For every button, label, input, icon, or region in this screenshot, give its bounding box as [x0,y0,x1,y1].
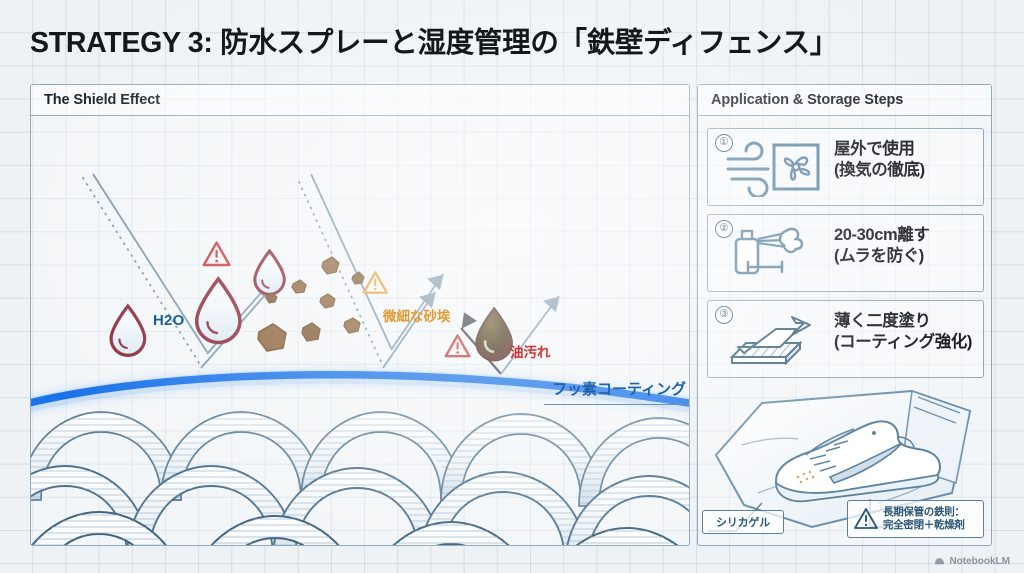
step-item-2[interactable]: ② [707,214,984,292]
step-main-1: 屋外で使用 [834,140,915,158]
step-item-1[interactable]: ① [707,128,984,206]
step-text-1: 屋外で使用 (換気の徹底) [834,139,982,181]
spray-can-icon [724,227,822,283]
storage-warning-line-2: 完全密閉＋乾燥剤 [883,519,965,531]
step-number-3: ③ [715,306,733,324]
callout-storage-warning: 長期保管の鉄則： 完全密閉＋乾燥剤 [847,500,984,538]
wind-fan-icon [724,141,822,199]
step-main-3: 薄く二度塗り [834,312,931,330]
oil-droplet [475,306,513,362]
panel-shield-effect-title: The Shield Effect [44,92,160,108]
warning-triangle-storage-icon [854,508,878,529]
shield-effect-svg [31,173,689,545]
notebooklm-label: NotebookLM [949,556,1010,567]
shield-effect-illustration: H2O 微細な砂埃 油汚れ フッ素コーティング [31,116,689,545]
panel-shield-effect: The Shield Effect [30,84,690,546]
layered-coating-icon [724,313,822,369]
notebooklm-logo-icon [935,558,945,565]
label-fluorine-coating: フッ素コーティング [552,381,687,398]
warning-triangle-dust-icon [362,271,388,294]
warning-triangle-oil-icon [444,334,471,358]
warning-triangle-icon [202,241,231,267]
coating-leader-line [544,404,689,405]
notebooklm-watermark: NotebookLM [934,556,1010,567]
step-main-2: 20-30cm離す [834,226,930,244]
step-sub-3: (コーティング強化) [834,333,972,352]
step-text-2: 20-30cm離す (ムラを防ぐ) [834,225,982,267]
panel-application-steps-title: Application & Storage Steps [711,92,904,108]
step-sub-2: (ムラを防ぐ) [834,247,924,266]
callout-silica-gel: シリカゲル [702,510,784,534]
step-number-1: ① [715,134,733,152]
label-oil-stain: 油汚れ [510,345,551,360]
storage-warning-text: 長期保管の鉄則： 完全密閉＋乾燥剤 [883,506,965,532]
storage-illustration [702,385,989,545]
panel-shield-effect-header: The Shield Effect [31,85,689,116]
panel-application-steps-header: Application & Storage Steps [698,85,991,116]
fluorine-coating-layer [31,369,689,413]
page-title: STRATEGY 3: 防水スプレーと湿度管理の「鉄壁ディフェンス」 [30,27,838,59]
step-number-2: ② [715,220,733,238]
panel-application-steps: Application & Storage Steps ① [697,84,992,546]
step-item-3[interactable]: ③ 薄く二度塗り (コーティング [707,300,984,378]
dust-particle-group [257,256,365,352]
label-fine-dust: 微細な砂埃 [383,309,451,324]
label-h2o: H2O [153,312,185,329]
storage-warning-line-1: 長期保管の鉄則： [883,506,965,519]
bagged-shoe-svg [708,389,972,532]
sneaker-drawing [774,420,942,503]
fabric-weave [31,411,689,545]
step-text-3: 薄く二度塗り (コーティング強化) [834,311,982,353]
water-droplet-group [109,248,286,357]
silica-gel-label: シリカゲル [716,517,770,529]
step-sub-1: (換気の徹底) [834,161,925,180]
